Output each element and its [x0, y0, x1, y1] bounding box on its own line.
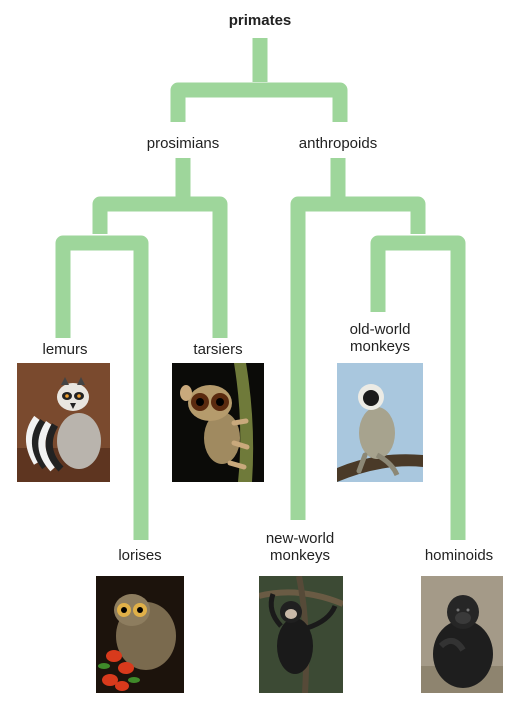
lemurs-label: lemurs [42, 341, 88, 358]
branch-prosimians [92, 158, 228, 338]
hominoids-label: hominoids [424, 547, 494, 564]
new-world-label: new-world monkeys [265, 530, 335, 564]
lorises-label: lorises [118, 547, 162, 564]
branch-anthropoids [290, 158, 426, 520]
old-world-monkey-photo [337, 363, 423, 482]
root-label: primates [228, 12, 292, 29]
branch-lemurs-lorises [55, 235, 149, 540]
branch-root [170, 38, 348, 122]
loris-photo [96, 576, 184, 693]
prosimians-label: prosimians [146, 135, 220, 152]
tarsier-photo [172, 363, 264, 482]
tarsiers-label: tarsiers [193, 341, 243, 358]
old-world-label: old-world monkeys [349, 321, 411, 355]
new-world-monkey-photo [259, 576, 343, 693]
anthropoids-label: anthropoids [298, 135, 378, 152]
lemur-photo [17, 363, 110, 482]
branch-old-world-hominoids [370, 235, 466, 540]
gorilla-photo [421, 576, 503, 693]
